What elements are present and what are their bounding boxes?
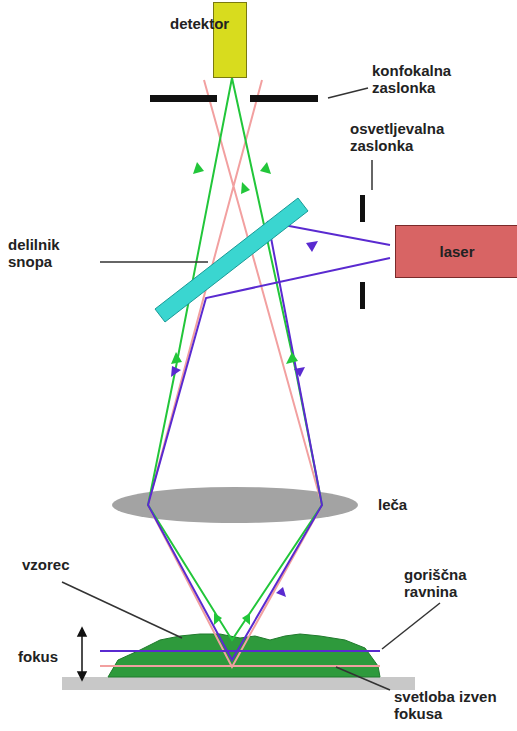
confocal-aperture [150,95,217,102]
lens-label: leča [378,496,458,513]
node-label: laser [439,243,474,260]
aperture-label: osvetljevalna zaslonka [350,120,480,154]
plane-label: goriščna ravnina [404,566,512,600]
out-of-focus-label: svetloba izven fokusa [394,688,512,722]
laser-box: laser [395,225,517,278]
aperture-label: konfokalna zaslonka [372,62,502,96]
laser-rays [100,222,390,660]
splitter-label: delilnik snopa [8,236,98,270]
detector-box: detektor [213,2,247,78]
ray-arrowheads [171,162,318,625]
out-of-focus-rays [100,80,380,667]
emission-rays [148,78,322,640]
slide [62,677,415,690]
beam-splitter [155,198,308,322]
sample-label: vzorec [22,556,112,573]
leader-lines [62,88,440,690]
node-label: detektor [170,15,229,32]
illumination-aperture [360,282,365,309]
focus-arrow [78,628,86,680]
confocal-aperture [250,95,318,102]
focus-label: fokus [18,648,78,665]
illumination-aperture [360,195,365,222]
